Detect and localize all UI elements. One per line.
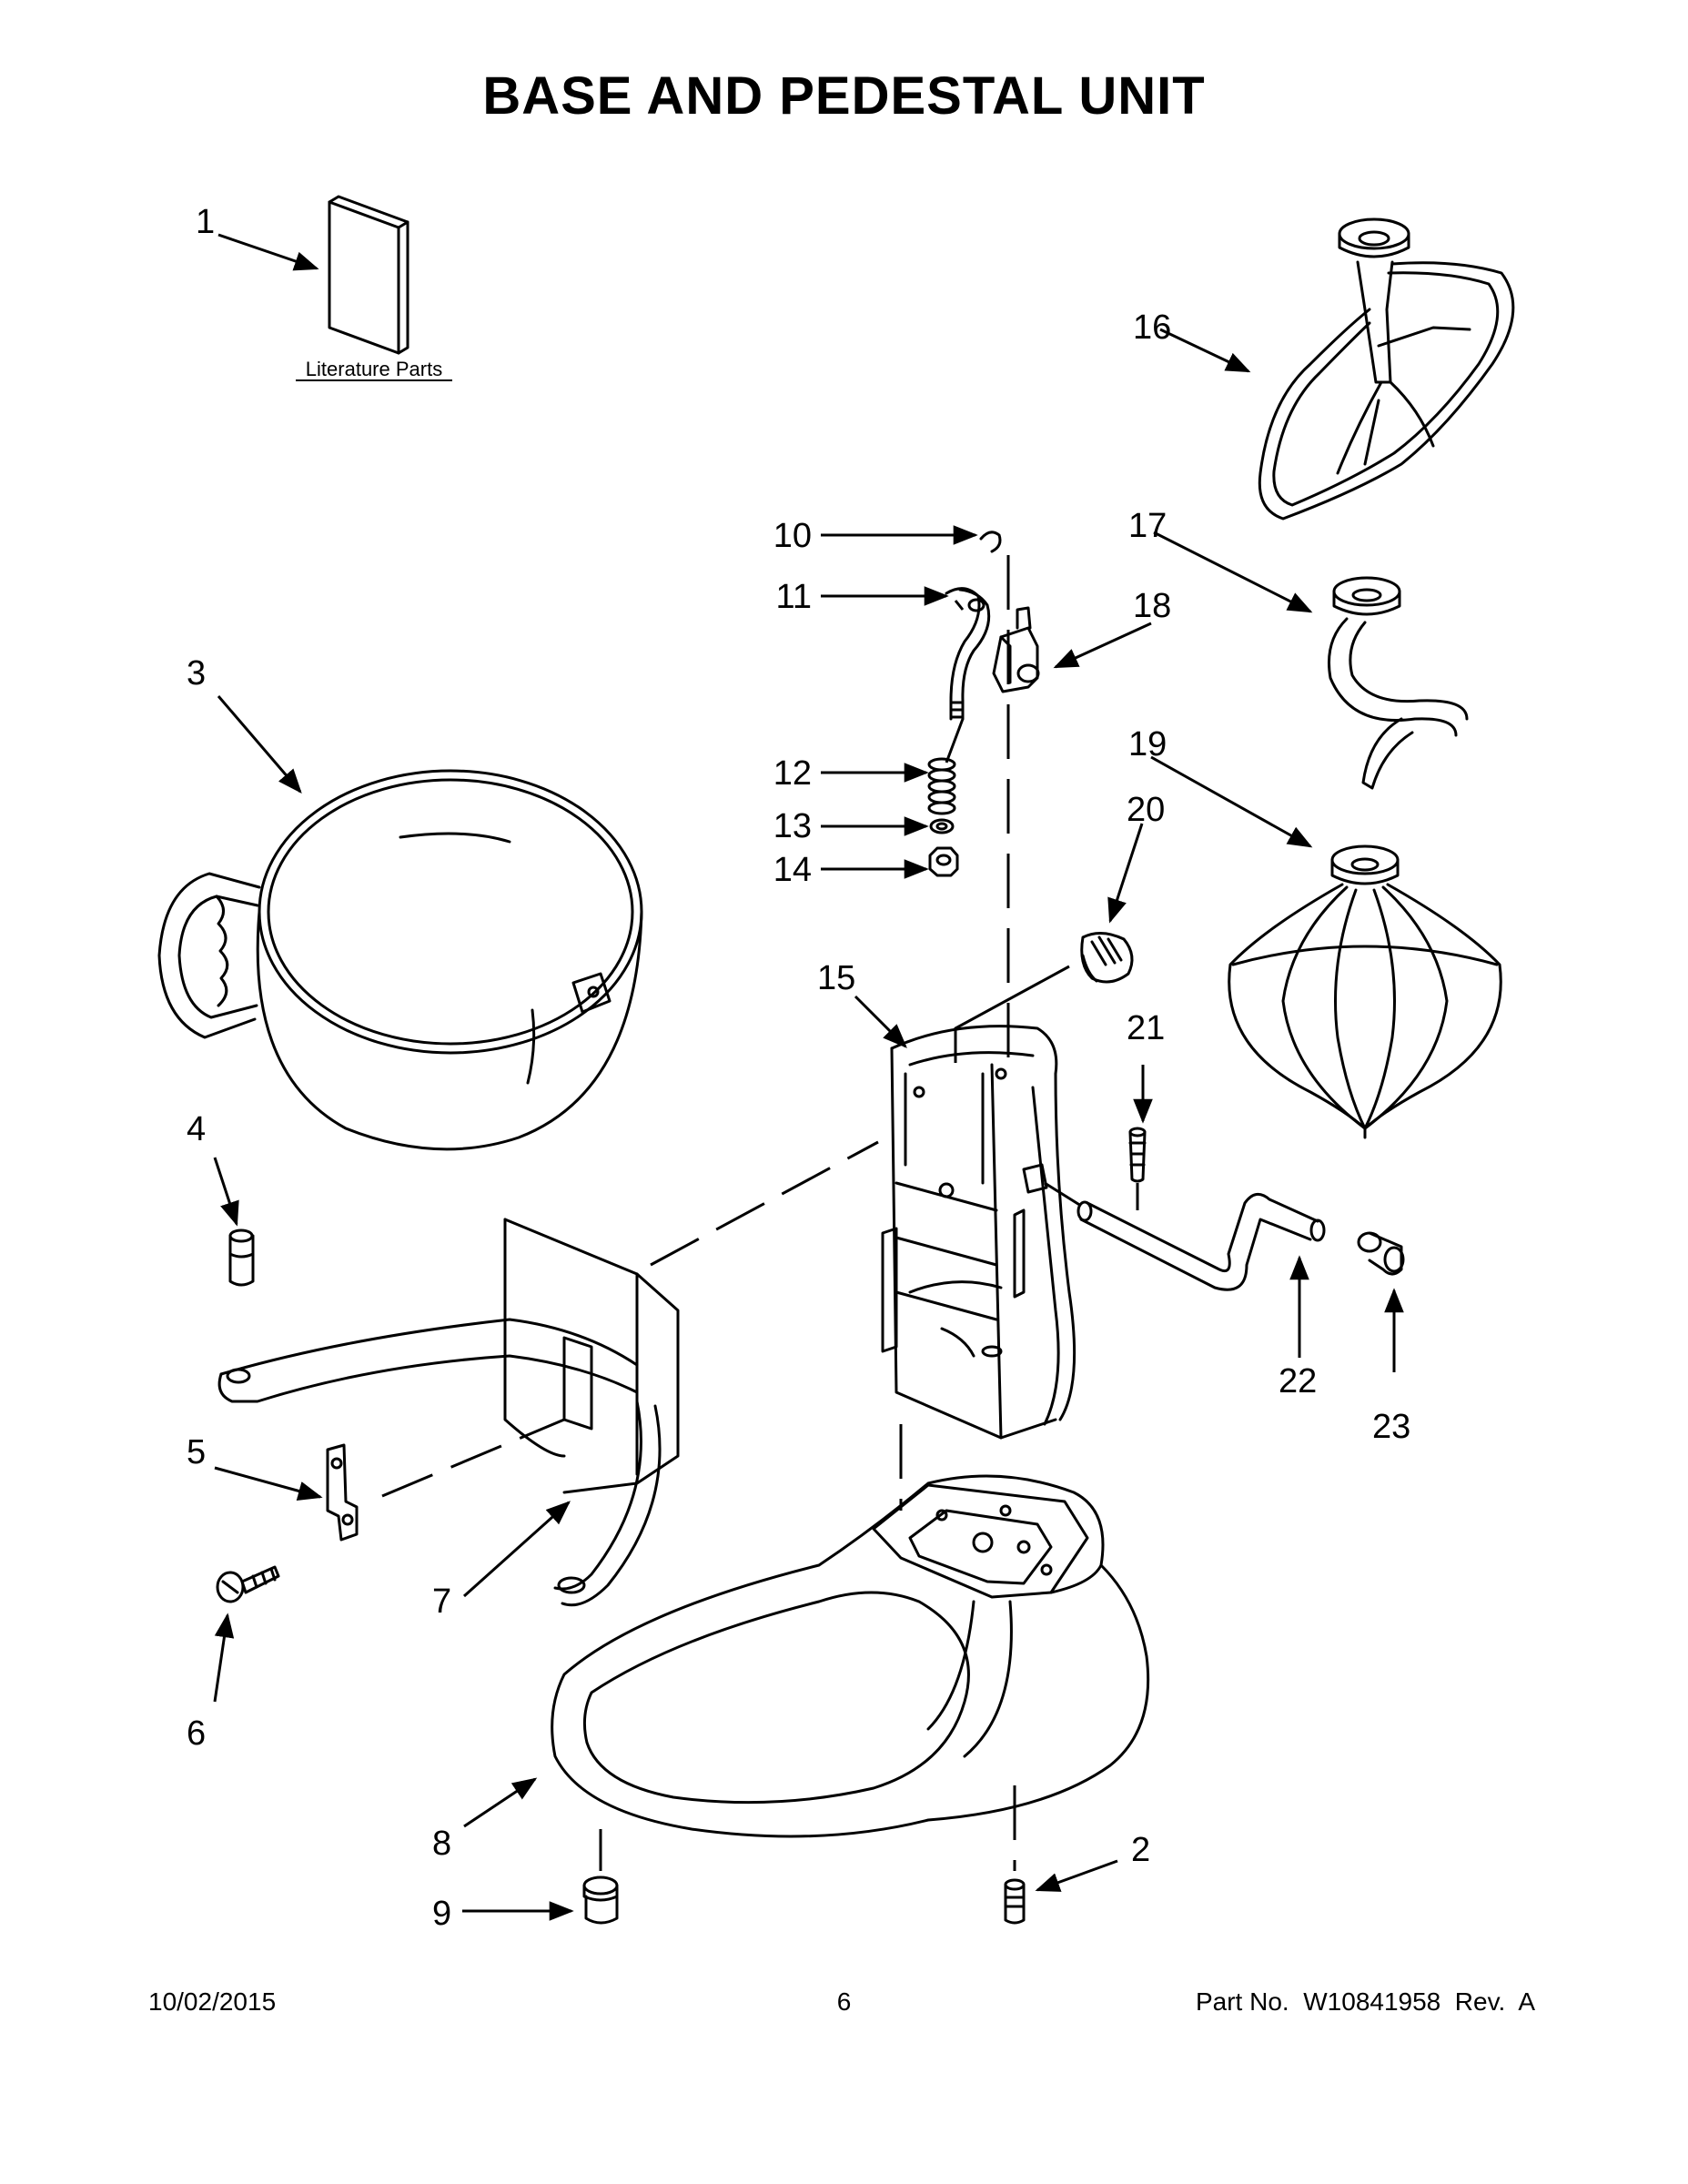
callout-3: 3 [187, 654, 206, 693]
callout-17: 17 [1128, 507, 1167, 545]
bowl-clamp-bracket-part [217, 1218, 680, 1607]
knob-part [1080, 932, 1134, 984]
literature-parts-label: Literature Parts [306, 358, 442, 380]
base-part [551, 1474, 1150, 1838]
callout-5: 5 [187, 1433, 206, 1471]
callout-13: 13 [773, 807, 812, 845]
literature-booklet-part [328, 195, 409, 355]
callout-6: 6 [187, 1714, 206, 1753]
callout-19: 19 [1128, 725, 1167, 763]
lock-housing-part [992, 606, 1040, 693]
footer-date: 10/02/2015 [148, 1987, 277, 2016]
callout-18: 18 [1133, 587, 1171, 625]
callout-12: 12 [773, 754, 812, 793]
retaining-ring-part [979, 531, 1002, 553]
callout-7: 7 [432, 1582, 451, 1621]
page-title: BASE AND PEDESTAL UNIT [482, 66, 1206, 126]
callout-1: 1 [196, 203, 215, 241]
callout-23: 23 [1372, 1408, 1410, 1446]
pedestal-column-part [881, 1025, 1076, 1440]
callout-10: 10 [773, 517, 812, 555]
cap-part [1357, 1231, 1405, 1276]
dough-hook-part [1327, 576, 1469, 790]
callout-2: 2 [1131, 1831, 1150, 1869]
callout-22: 22 [1279, 1362, 1317, 1400]
clip-part [326, 1443, 359, 1542]
nut-part [928, 846, 959, 877]
lock-lever-rod-part [945, 587, 991, 721]
callout-16: 16 [1133, 308, 1171, 347]
screw-part [216, 1565, 280, 1603]
pin-part [228, 1228, 255, 1287]
callout-15: 15 [817, 959, 855, 997]
footer-page-number: 6 [836, 1987, 852, 2016]
set-screw-part [1128, 1127, 1147, 1183]
callout-14: 14 [773, 851, 812, 889]
foot-part [582, 1876, 619, 1925]
spring-part [927, 757, 956, 815]
bolt-part [1004, 1878, 1026, 1925]
callout-20: 20 [1127, 791, 1165, 829]
flat-beater-part [1258, 217, 1515, 521]
callout-21: 21 [1127, 1009, 1165, 1047]
bowl-part [157, 769, 643, 1151]
callout-9: 9 [432, 1895, 451, 1933]
callout-11: 11 [776, 578, 812, 616]
callout-8: 8 [432, 1825, 451, 1863]
wire-whip-part [1228, 844, 1502, 1139]
callout-4: 4 [187, 1110, 206, 1148]
washer-part [929, 818, 955, 834]
footer-part-number: Part No. W10841958 Rev. A [1195, 1987, 1535, 2016]
crank-shaft-part [1076, 1192, 1326, 1291]
